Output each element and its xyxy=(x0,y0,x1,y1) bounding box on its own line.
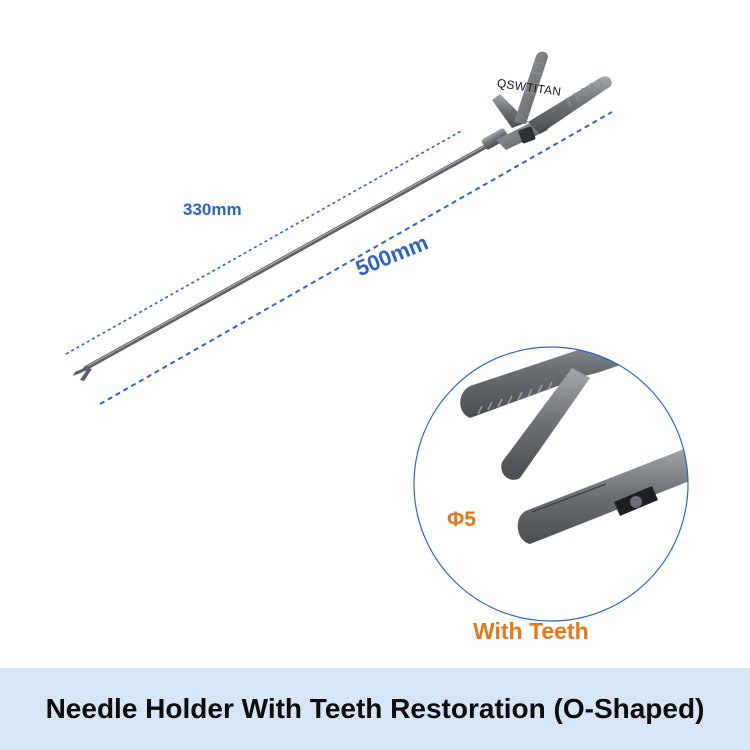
diameter-label: Φ5 xyxy=(447,508,476,531)
dimension-line-330 xyxy=(65,129,464,355)
variant-label: With Teeth xyxy=(473,618,589,644)
instrument-illustration xyxy=(65,51,689,622)
needle-holder-instrument xyxy=(73,51,612,381)
shaft-length-label: 330mm xyxy=(183,200,242,219)
jaw-detail-inset xyxy=(413,346,689,622)
product-photo: QSWTITAN 330mm 500mm Φ5 With Teeth xyxy=(65,51,689,644)
product-caption: Needle Holder With Teeth Restoration (O-… xyxy=(45,693,705,724)
caption-band: Needle Holder With Teeth Restoration (O-… xyxy=(0,668,750,750)
